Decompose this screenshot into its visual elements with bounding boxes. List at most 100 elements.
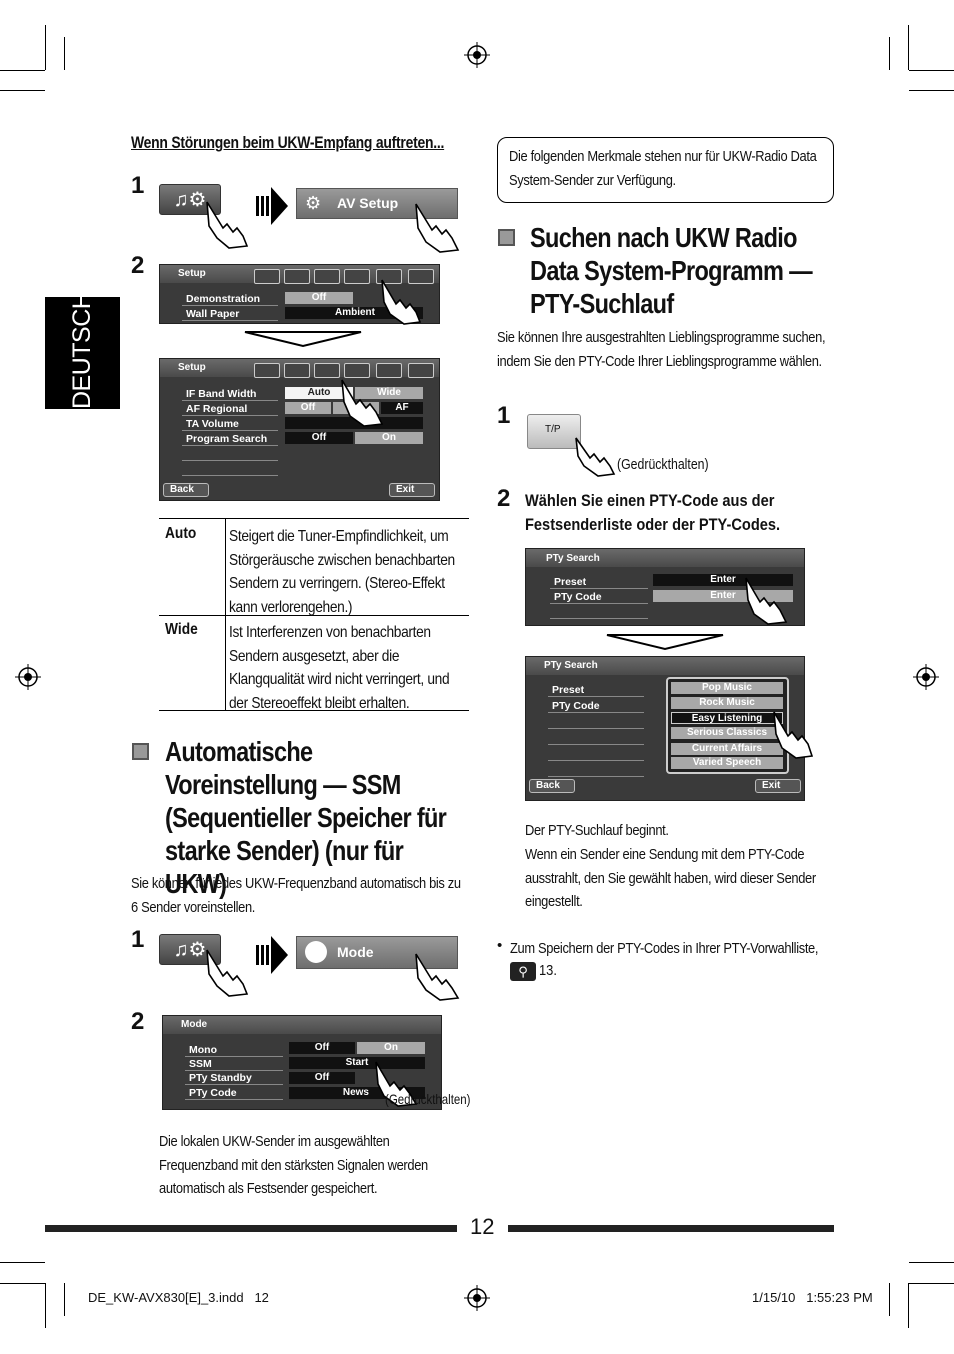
subheading: Wenn Störungen beim UKW-Empfang auftrete… (131, 133, 445, 152)
pointing-hand-icon (206, 949, 249, 997)
setting-label[interactable]: Wall Paper (182, 308, 278, 321)
setting-label[interactable]: PTy Code (550, 591, 648, 604)
step-number: 1 (131, 926, 145, 953)
setting-label[interactable]: Preset (550, 576, 648, 589)
empty-row (548, 716, 644, 729)
setting-label[interactable]: Demonstration (182, 293, 278, 306)
tab-icon[interactable] (344, 269, 370, 284)
tab-icon[interactable] (284, 269, 310, 284)
pty-list-item[interactable]: Rock Music (671, 697, 783, 709)
pointing-hand-icon (575, 437, 616, 477)
note-text: Die folgenden Merkmale stehen nur für UK… (509, 148, 817, 189)
crop-mark (64, 1283, 65, 1316)
crop-mark (909, 70, 954, 71)
empty-row (182, 463, 278, 476)
av-setup-label: AV Setup (337, 195, 399, 211)
setting-label[interactable]: PTy Code (185, 1087, 283, 1100)
result-line: Wenn ein Sender eine Sendung mit dem PTY… (525, 846, 816, 910)
setting-value[interactable]: Wide (355, 387, 423, 399)
setting-label[interactable]: TA Volume (182, 418, 278, 431)
setting-value[interactable]: Off (289, 1072, 355, 1084)
screen-title: PTy Search (546, 553, 600, 564)
setting-label[interactable]: Program Search (182, 433, 278, 446)
tab-icon[interactable] (376, 363, 402, 378)
crop-mark (909, 1262, 954, 1263)
crop-mark (889, 1283, 890, 1316)
av-setup-button[interactable]: ⚙ AV Setup (296, 188, 458, 219)
setting-value[interactable]: Off (285, 402, 331, 414)
tab-icon[interactable] (408, 363, 434, 378)
result-line: Der PTY-Suchlauf beginnt. (525, 822, 669, 839)
audio-settings-icon[interactable]: ♫⚙ (159, 184, 221, 215)
back-button[interactable]: Back (529, 779, 575, 793)
setting-label[interactable]: SSM (185, 1058, 283, 1071)
setting-value[interactable] (285, 417, 423, 429)
setting-value[interactable]: Start (289, 1057, 425, 1069)
setting-value[interactable]: Off (285, 292, 353, 304)
mode-label: Mode (337, 944, 374, 960)
pty-list-item[interactable]: Pop Music (671, 682, 783, 694)
tab-icon[interactable] (314, 363, 340, 378)
setting-value[interactable]: Enter (653, 574, 793, 586)
reference-magnifier-icon: ⚲ (510, 962, 536, 981)
setting-value[interactable]: Off (289, 1042, 355, 1054)
tab-icon[interactable] (408, 269, 434, 284)
crop-mark (0, 70, 45, 71)
bullet-dot: • (497, 937, 503, 954)
crop-mark (45, 1283, 46, 1328)
step-number: 2 (131, 1008, 145, 1035)
mode-button[interactable]: Mode (296, 936, 458, 969)
tab-icon[interactable] (284, 363, 310, 378)
pointing-hand-icon (415, 953, 460, 1001)
crop-mark (45, 25, 46, 70)
setting-label[interactable]: PTy Code (548, 700, 644, 713)
setting-value[interactable]: Off (285, 432, 353, 444)
empty-row (548, 748, 644, 761)
step-number: 2 (131, 252, 145, 279)
pty-list-item[interactable]: Serious Classics (671, 727, 783, 739)
arrow-right-icon (256, 936, 288, 974)
table-description: Steigert die Tuner-Empfindlichkeit, um S… (229, 528, 455, 616)
pty-list-item[interactable]: Easy Listening (671, 712, 783, 724)
pty-list-item[interactable]: Varied Speech (671, 757, 783, 769)
pointing-hand-icon (375, 1061, 418, 1107)
tab-icon[interactable] (254, 269, 280, 284)
screen-title: Setup (178, 268, 206, 279)
table-term: Wide (165, 621, 198, 638)
setting-value[interactable]: On (355, 432, 423, 444)
setting-label[interactable]: Mono (185, 1044, 283, 1057)
pointing-hand-icon (773, 711, 814, 759)
tab-icon[interactable] (344, 363, 370, 378)
back-button[interactable]: Back (163, 483, 209, 497)
setting-label[interactable]: IF Band Width (182, 388, 278, 401)
registration-mark-icon (464, 1285, 490, 1311)
gear-icon: ⚙ (305, 193, 322, 213)
down-triangle-icon (244, 331, 362, 348)
step-number: 1 (497, 402, 511, 429)
setting-value[interactable]: On (357, 1042, 425, 1054)
setting-value[interactable]: AF (381, 402, 423, 414)
tp-button[interactable]: T/P (527, 414, 581, 449)
registration-mark-icon (913, 664, 939, 690)
section-bullet-icon (132, 743, 149, 760)
dial-icon (305, 941, 327, 963)
tab-icon[interactable] (254, 363, 280, 378)
registration-mark-icon (464, 42, 490, 68)
option-table: Auto Steigert die Tuner-Empfindlichkeit,… (159, 518, 469, 712)
setting-label[interactable]: Preset (548, 684, 644, 697)
pty-list-item[interactable]: Current Affairs (671, 743, 783, 755)
exit-button[interactable]: Exit (389, 483, 435, 497)
step-instruction: Wählen Sie einen PTY-Code aus der Festse… (525, 491, 781, 534)
setting-label[interactable]: AF Regional (182, 403, 278, 416)
page-number: 12 (470, 1214, 495, 1239)
pointing-hand-icon (341, 379, 384, 427)
exit-button[interactable]: Exit (755, 779, 801, 793)
section-intro: Sie können Ihre ausgestrahlten Lieblings… (497, 329, 826, 370)
empty-row (182, 448, 278, 461)
tab-icon[interactable] (314, 269, 340, 284)
setting-value[interactable]: Auto (285, 387, 353, 399)
setting-label[interactable]: PTy Standby (185, 1072, 283, 1085)
step-number: 2 (497, 485, 511, 512)
section-bullet-icon (498, 229, 515, 246)
step-number: 1 (131, 172, 145, 199)
